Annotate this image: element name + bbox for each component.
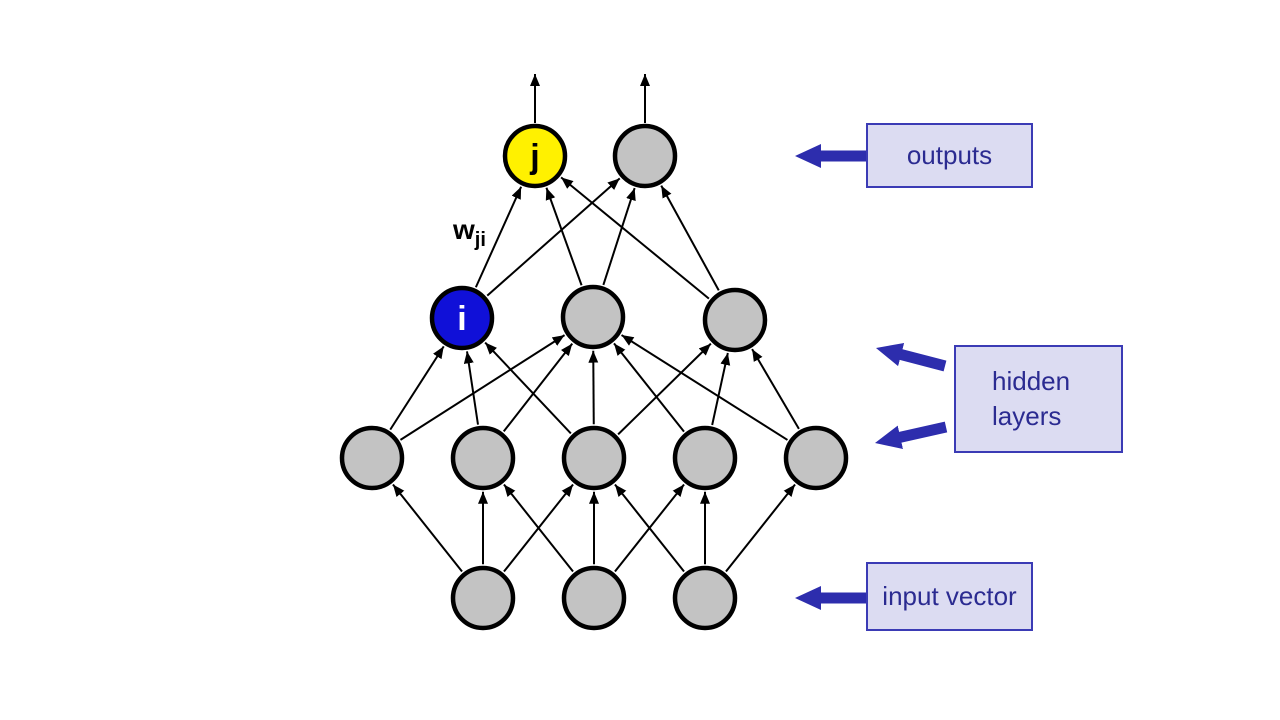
h1-4-node: [672, 425, 738, 491]
h2-i-label: i: [457, 300, 466, 338]
edge-h1-5-h2-2: [620, 334, 789, 441]
in-3-node: [672, 565, 738, 631]
h1-5-node: [783, 425, 849, 491]
h1-3-node: [561, 425, 627, 491]
weight-wji-label: wji: [452, 214, 486, 251]
hidden-upper-arrow: [876, 342, 947, 372]
edge-h1-4-h2-3: [711, 352, 731, 426]
edge-h1-1-h2-2: [399, 334, 566, 441]
edge-h2-2-out-j: [545, 187, 583, 286]
in-1-node: [450, 565, 516, 631]
input-vector-label-box: input vector: [866, 562, 1033, 631]
h1-1-node: [339, 425, 405, 491]
edge-in-3-h1-3: [614, 483, 685, 573]
h1-2-node: [450, 425, 516, 491]
edge-h1-2-h2-2: [502, 342, 574, 433]
h2-i-node: [429, 285, 495, 351]
edge-h2-i-out-j: [474, 186, 523, 288]
edge-in-1-h1-1: [392, 483, 463, 573]
edge-h1-4-h2-2: [613, 342, 685, 433]
edge-h1-5-h2-3: [751, 348, 800, 430]
hidden-layers-label: hidden layers: [992, 366, 1071, 431]
edge-h2-3-out-j: [560, 176, 710, 300]
edge-h2-3-out-2: [660, 185, 720, 291]
edge-h1-2-h2-i: [463, 351, 479, 425]
edge-h2-2-out-2: [602, 187, 636, 286]
edge-in-3-h1-5: [725, 483, 796, 573]
in-2-node: [561, 565, 627, 631]
out-j-node: [502, 123, 568, 189]
edge-h1-3-h2-3: [617, 342, 712, 436]
outputs-label: outputs: [906, 140, 993, 170]
hidden-lower-arrow: [874, 421, 948, 449]
edge-h1-3-h2-i: [484, 341, 572, 435]
edge-h1-1-h2-i: [389, 345, 445, 431]
hidden-layers-label-box: hidden layers: [954, 345, 1123, 453]
input-vector-label: input vector: [882, 581, 1017, 611]
edge-in-2-h1-2: [503, 483, 574, 573]
outputs-label-box: outputs: [866, 123, 1033, 188]
edge-h2-i-out-2: [486, 177, 621, 297]
h2-2-node: [560, 284, 626, 350]
out-2-node: [612, 123, 678, 189]
out-j-label: j: [529, 138, 539, 176]
h2-3-node: [702, 287, 768, 353]
edge-h1-3-h2-2: [588, 350, 599, 425]
